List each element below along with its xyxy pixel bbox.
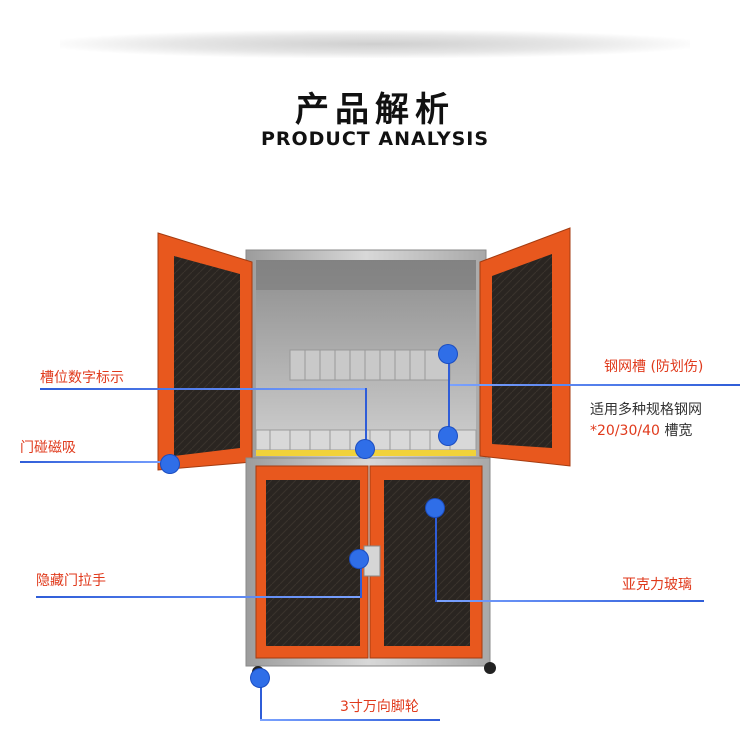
slot-width-values: *20/30/40 xyxy=(590,423,660,439)
leader-slot-number-h xyxy=(40,388,366,390)
callout-slot-number: 槽位数字标示 xyxy=(40,370,124,386)
rear-slot-rack xyxy=(289,349,451,381)
marker-slot-number xyxy=(356,440,374,458)
page-subtitle: PRODUCT ANALYSIS xyxy=(260,128,490,150)
leader-casters-v xyxy=(260,680,262,720)
leader-slot-number-v xyxy=(365,388,367,448)
marker-acrylic-glass xyxy=(426,499,444,517)
leader-magnet-door xyxy=(20,461,170,463)
callout-casters: 3寸万向脚轮 xyxy=(340,699,419,715)
marker-magnet-door xyxy=(161,455,179,473)
callout-magnet-door: 门碰磁吸 xyxy=(20,440,76,456)
leader-hidden-handle-h xyxy=(36,596,362,598)
marker-casters xyxy=(251,669,269,687)
leader-acrylic-h xyxy=(436,600,704,602)
leader-steel-mesh-v xyxy=(448,356,450,438)
header-shadow-decoration xyxy=(60,30,690,58)
leader-steel-mesh-h xyxy=(450,384,740,386)
callout-spec-line1: 适用多种规格钢网 xyxy=(590,402,702,418)
upper-left-door-glass xyxy=(174,256,240,456)
callout-acrylic-glass: 亚克力玻璃 xyxy=(622,577,692,593)
marker-steel-mesh-bottom xyxy=(439,427,457,445)
upper-right-door-glass xyxy=(492,254,552,448)
leader-hidden-handle-v xyxy=(360,560,362,598)
lower-left-door-glass xyxy=(266,480,360,646)
marker-steel-mesh-top xyxy=(439,345,457,363)
callout-hidden-handle: 隐藏门拉手 xyxy=(36,573,106,589)
page-title: 产品解析 xyxy=(295,90,455,130)
leader-acrylic-v xyxy=(435,510,437,602)
marker-hidden-handle xyxy=(350,550,368,568)
callout-spec-line2: *20/30/40 槽宽 xyxy=(590,420,692,440)
callout-steel-mesh-slot: 钢网槽 (防划伤) xyxy=(604,359,704,375)
leader-casters-h xyxy=(260,719,440,721)
slot-width-unit: 槽宽 xyxy=(659,423,693,439)
caster-right xyxy=(484,662,496,674)
